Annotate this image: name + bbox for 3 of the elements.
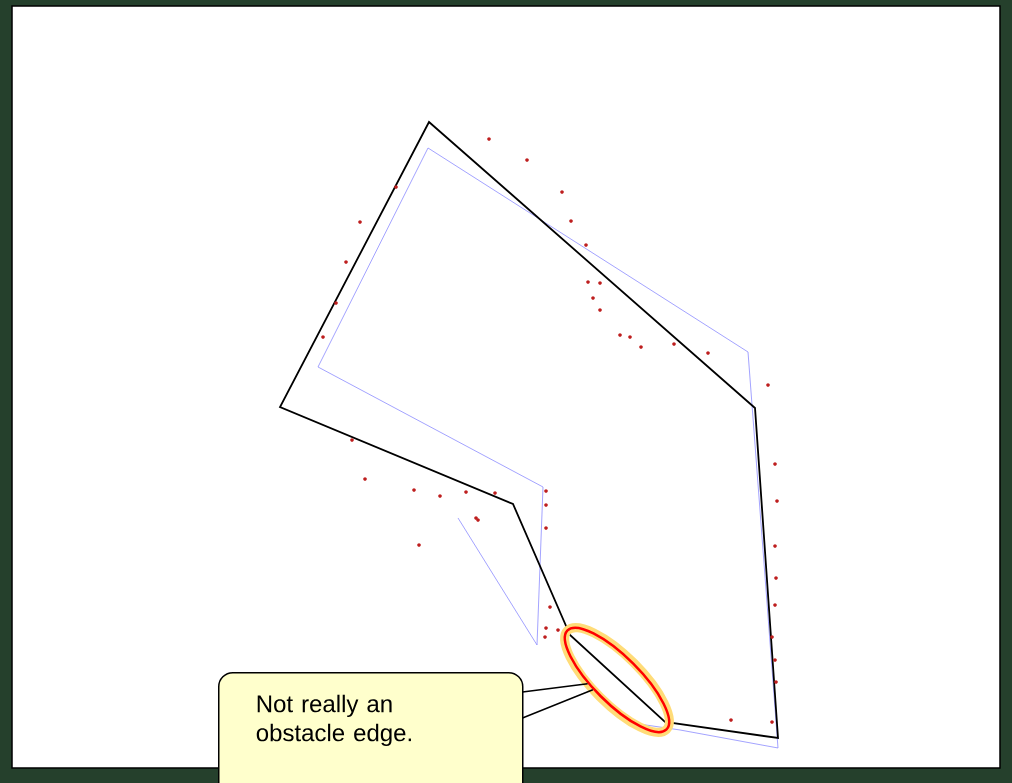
callout-pointer [521,682,594,719]
callout-box: Not really an obstacle edge. [218,672,524,783]
highlight-ellipse [560,623,674,737]
